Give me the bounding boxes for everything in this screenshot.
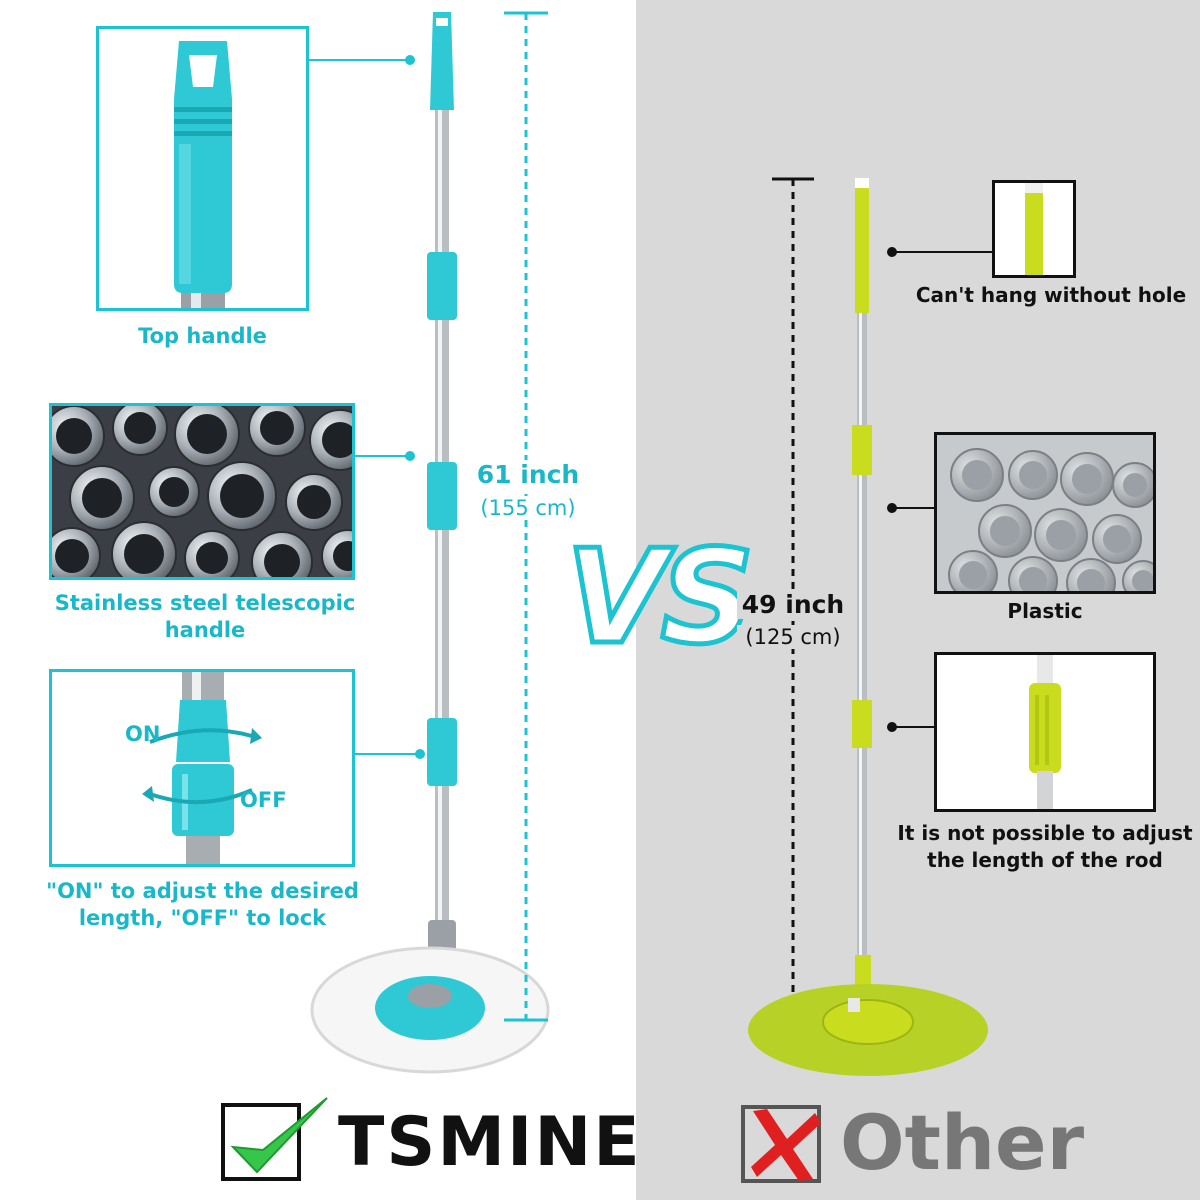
fixed-joint-caption: It is not possible to adjust the length … (897, 821, 1193, 872)
top-handle-box (96, 26, 309, 311)
tsmine-mop-image (310, 12, 550, 1074)
other-brand-label: Other (840, 1098, 1085, 1187)
plastic-tubes-image (937, 435, 1164, 608)
tsmine-length-cm: (155 cm) (472, 496, 584, 520)
lock-off-label: OFF (240, 788, 287, 812)
twist-lock-caption: "ON" to adjust the desired length, "OFF"… (46, 879, 359, 930)
top-handle-caption: Top handle (138, 324, 267, 348)
other-mop-image (748, 178, 988, 1076)
top-handle-image (174, 41, 232, 309)
tsmine-brand-logo: TSMINE (338, 1103, 642, 1182)
steel-tubes-caption: Stainless steel telescopic handle (54, 591, 356, 642)
red-cross-icon (751, 1109, 821, 1181)
fixed-joint-box (934, 652, 1156, 812)
twist-lock-image (142, 672, 262, 864)
right-leader-lines (887, 247, 992, 732)
green-check-icon (230, 1097, 328, 1174)
plastic-tubes-caption: Plastic (1007, 599, 1083, 623)
fixed-joint-image (1029, 655, 1061, 811)
steel-tubes-box (43, 399, 375, 593)
steel-tubes-image (43, 399, 375, 593)
plain-handle-image (1025, 183, 1043, 275)
lock-on-label: ON (125, 722, 161, 746)
other-length-cm: (125 cm) (737, 625, 849, 649)
other-length-inch: 49 inch (737, 590, 849, 619)
left-leader-lines (309, 55, 425, 759)
plain-handle-box (992, 180, 1076, 278)
plain-handle-caption: Can't hang without hole (915, 283, 1187, 307)
plastic-tubes-box (934, 432, 1164, 608)
twist-lock-box (49, 669, 355, 867)
vs-badge: VS (563, 520, 756, 675)
tsmine-length-inch: 61 inch (472, 460, 584, 489)
tsmine-length-indicator (504, 11, 548, 1022)
